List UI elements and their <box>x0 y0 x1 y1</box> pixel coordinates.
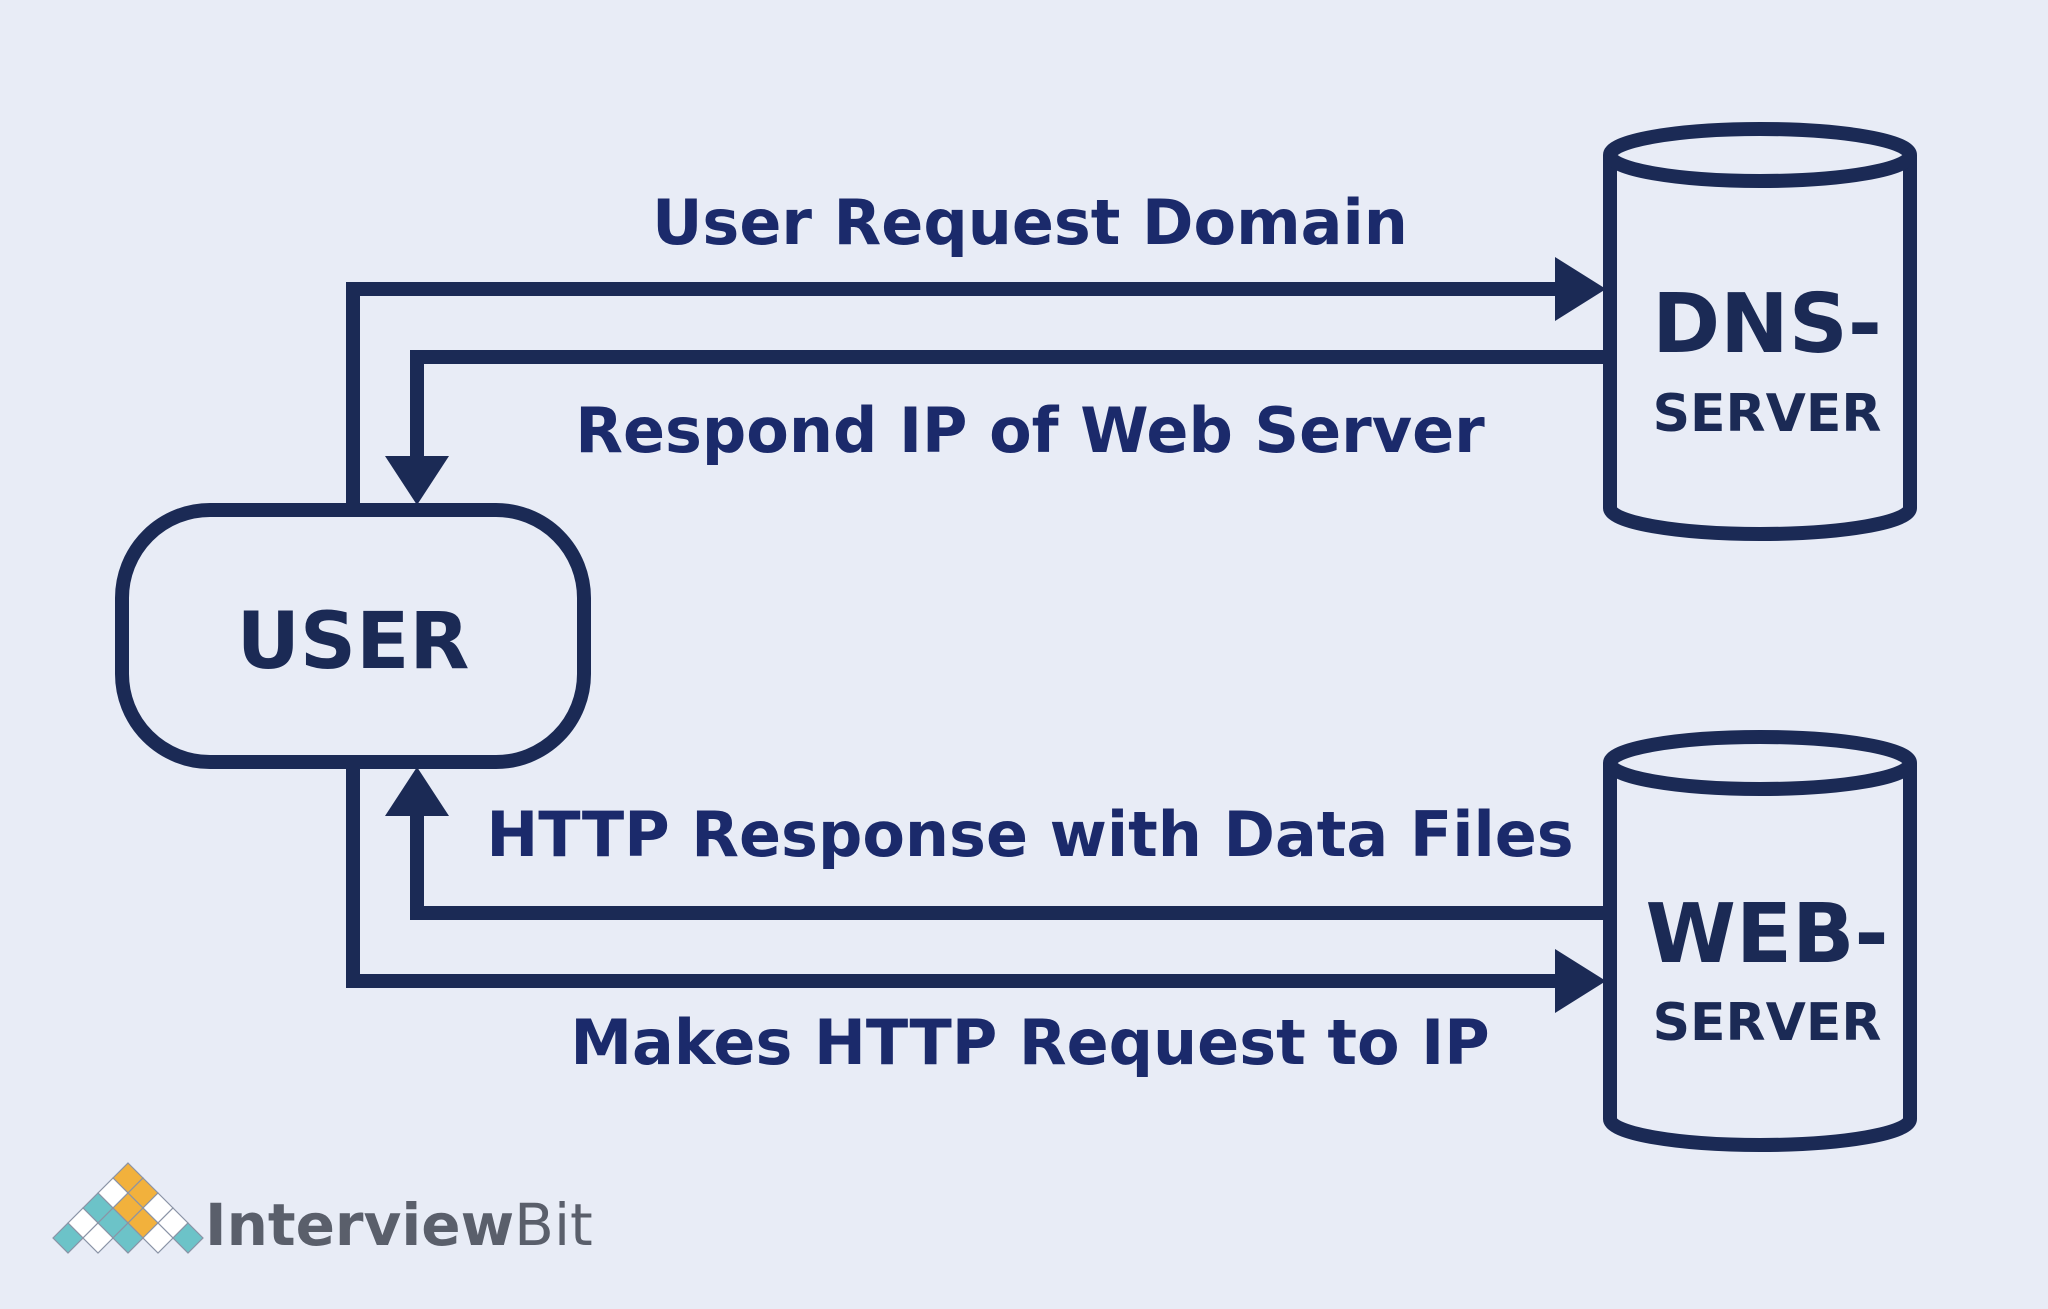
dns-server-node <box>1603 122 1917 541</box>
web-server-label-line1: WEB- <box>1646 887 1889 982</box>
logo-diamond <box>142 1222 174 1254</box>
edge-http-request <box>346 769 1606 1013</box>
logo-diamond <box>172 1222 204 1254</box>
edge-http-response <box>385 767 1606 920</box>
logo-diamond <box>52 1222 84 1254</box>
arrowhead-down-icon <box>385 456 449 505</box>
edge-respond-ip <box>385 350 1606 505</box>
edge-label-http-request: Makes HTTP Request to IP <box>570 1006 1489 1079</box>
arrowhead-right-icon <box>1555 949 1606 1013</box>
web-server-node <box>1603 730 1917 1152</box>
arrowhead-up-icon <box>385 767 449 816</box>
logo-text: InterviewBit <box>205 1191 593 1259</box>
web-server-label-line2: SERVER <box>1653 993 1882 1053</box>
dns-server-label-line1: DNS- <box>1652 277 1882 372</box>
edge-label-respond-ip: Respond IP of Web Server <box>575 394 1485 467</box>
edge-user-request-domain <box>346 257 1606 503</box>
arrowhead-right-icon <box>1555 257 1606 321</box>
interviewbit-diamond-logo-icon <box>52 1162 204 1254</box>
logo-diamond <box>82 1222 114 1254</box>
edge-label-user-request-domain: User Request Domain <box>652 186 1408 259</box>
logo-diamond <box>112 1222 144 1254</box>
user-node-label: USER <box>237 597 470 687</box>
logo-text-bit: Bit <box>514 1191 593 1259</box>
logo-text-interview: Interview <box>205 1191 514 1259</box>
dns-server-label-line2: SERVER <box>1653 384 1882 444</box>
user-node <box>115 503 591 769</box>
edge-label-http-response: HTTP Response with Data Files <box>486 798 1573 871</box>
